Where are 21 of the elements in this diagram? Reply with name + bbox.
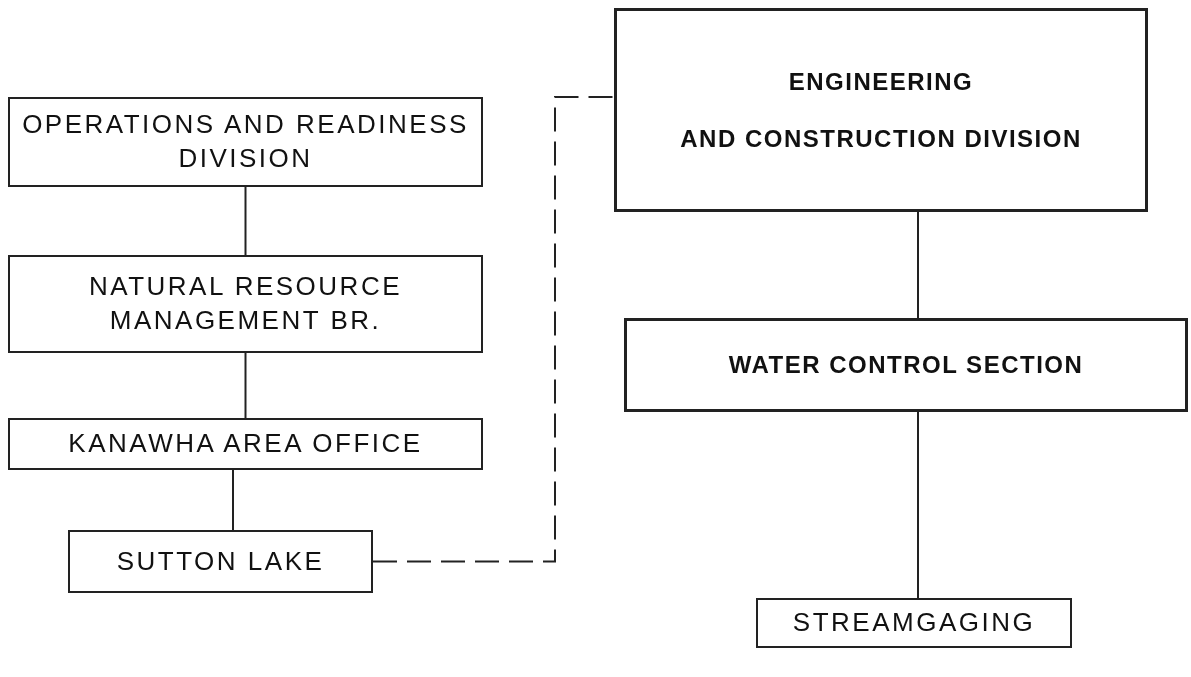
box-label: WATER CONTROL SECTION [728,350,1084,381]
org-box [756,598,1072,648]
org-box [8,418,483,470]
connector-line [917,411,919,599]
org-box [624,318,1188,412]
org-box [68,530,373,593]
connector-line [917,211,919,319]
box-label: ENGINEERING [788,66,974,97]
org-box [8,97,483,187]
box-label: OPERATIONS AND READINESS DIVISION [21,108,470,175]
connector-line [244,352,247,419]
dashed-connector [372,96,615,563]
org-box [614,8,1148,212]
org-box [8,255,483,353]
box-label: STREAMGAGING [792,606,1036,640]
box-label: SUTTON LAKE [116,544,325,578]
box-label: NATURAL RESOURCE MANAGEMENT BR. [87,270,403,337]
box-label: KANAWHA AREA OFFICE [68,427,423,461]
connector-line [232,469,234,531]
box-label: AND CONSTRUCTION DIVISION [680,124,1082,154]
connector-line [244,186,247,256]
